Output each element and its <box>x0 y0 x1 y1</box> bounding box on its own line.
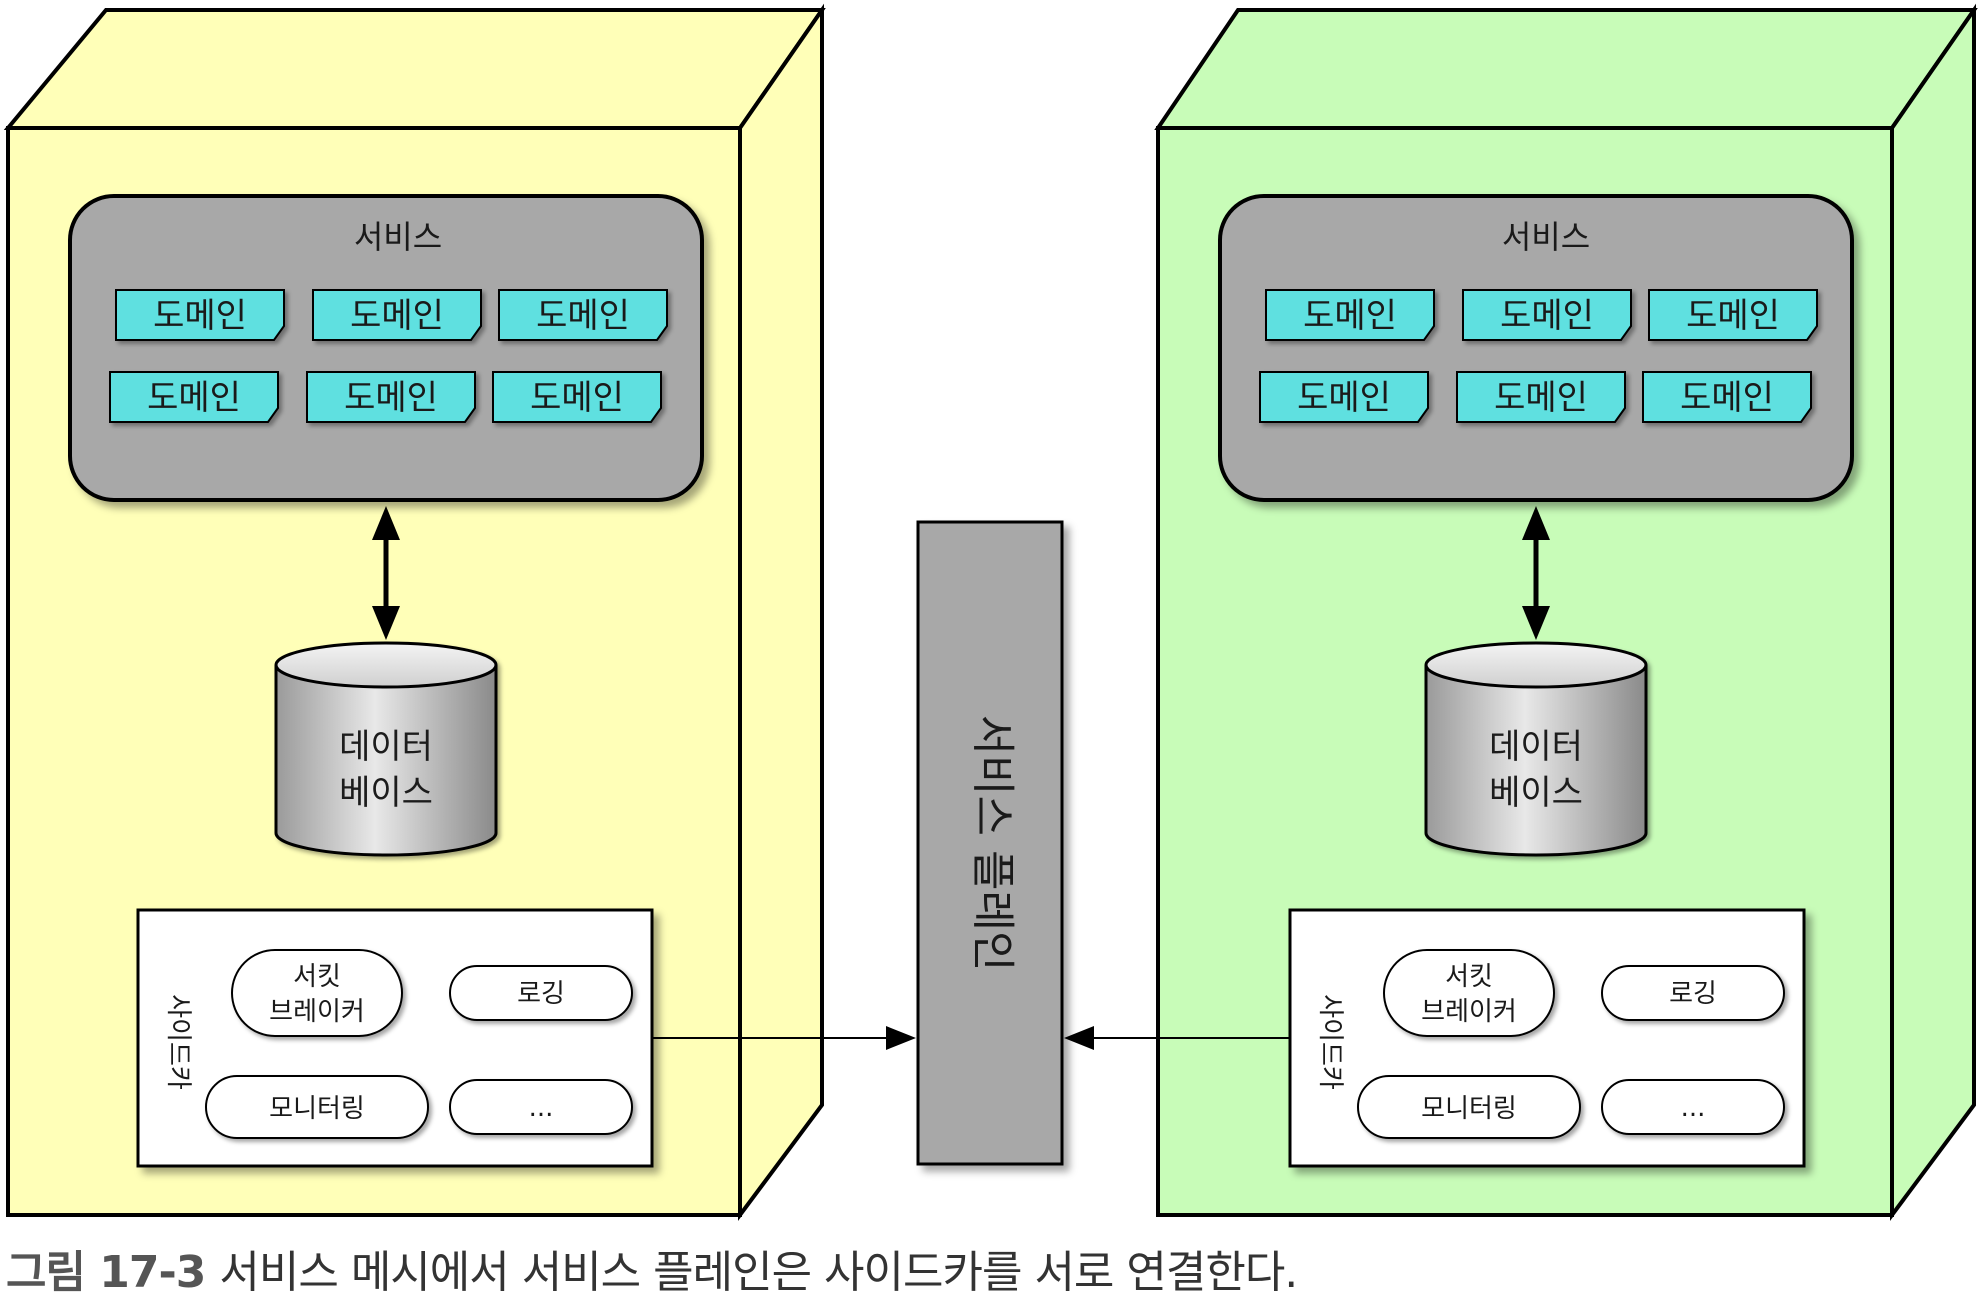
right-db-link-arrow <box>1522 506 1550 640</box>
left-domain-label: 도메인 <box>350 296 444 336</box>
left-logging-label: 로깅 <box>517 979 565 1009</box>
left-domain-box: 도메인 <box>115 289 285 341</box>
sidecar-to-plane-right-arrow <box>1064 1026 1290 1050</box>
right-sidecar-item-logging: 로깅 <box>1601 965 1785 1021</box>
left-db-link-arrow <box>372 506 400 640</box>
right-service-panel: 서비스 도메인 도메인 도메인 도메인 도메인 <box>1218 194 1854 502</box>
left-node-side-face <box>738 3 824 1222</box>
left-database-label-line1: 데이터 <box>339 727 433 767</box>
left-monitoring-label: 모니터링 <box>269 1094 365 1124</box>
right-node-side-face <box>1890 3 1976 1222</box>
right-domain-box: 도메인 <box>1642 371 1812 423</box>
left-circuit-breaker-line1: 서킷 <box>293 962 341 992</box>
right-domain-box: 도메인 <box>1265 289 1435 341</box>
right-node-top-face <box>1154 8 1978 130</box>
left-service-panel: 서비스 도메인 도메인 도메인 도메인 도메인 <box>68 194 704 502</box>
left-domain-label: 도메인 <box>530 378 624 418</box>
right-domain-label: 도메인 <box>1500 296 1594 336</box>
left-domain-label: 도메인 <box>147 378 241 418</box>
right-database-label-line2: 베이스 <box>1489 773 1583 813</box>
left-database-label-line2: 베이스 <box>339 773 433 813</box>
right-circuit-breaker-line1: 서킷 <box>1445 962 1493 992</box>
right-sidecar-label: 사이드카 <box>1315 994 1345 1090</box>
control-plane-label: 서비스 플레인 <box>967 715 1018 972</box>
right-domain-box: 도메인 <box>1456 371 1626 423</box>
left-sidecar-item-logging: 로깅 <box>449 965 633 1021</box>
left-sidecar: 사이드카 서킷 브레이커 로깅 모니터링 ... <box>136 908 654 1168</box>
right-sidecar-item-more: ... <box>1601 1079 1785 1135</box>
figure-caption-text: 서비스 메시에서 서비스 플레인은 사이드카를 서로 연결한다. <box>219 1247 1298 1298</box>
right-circuit-breaker-line2: 브레이커 <box>1421 997 1517 1027</box>
left-domain-box: 도메인 <box>312 289 482 341</box>
right-more-label: ... <box>1681 1093 1706 1123</box>
left-sidecar-item-circuit-breaker: 서킷 브레이커 <box>231 949 403 1037</box>
right-domain-box: 도메인 <box>1259 371 1429 423</box>
right-sidecar-item-monitoring: 모니터링 <box>1357 1075 1581 1139</box>
left-domain-box: 도메인 <box>492 371 662 423</box>
left-domain-label: 도메인 <box>153 296 247 336</box>
right-node: 서비스 도메인 도메인 도메인 도메인 도메인 <box>1154 3 1978 1222</box>
left-domain-box: 도메인 <box>498 289 668 341</box>
left-more-label: ... <box>529 1093 554 1123</box>
right-database-label-line1: 데이터 <box>1489 727 1583 767</box>
right-logging-label: 로깅 <box>1669 979 1717 1009</box>
left-sidecar-label: 사이드카 <box>163 994 193 1090</box>
right-database: 데이터 베이스 <box>1424 641 1648 857</box>
right-monitoring-label: 모니터링 <box>1421 1094 1517 1124</box>
figure-number: 그림 17-3 <box>6 1247 206 1298</box>
right-domain-label: 도메인 <box>1680 378 1774 418</box>
left-domain-box: 도메인 <box>306 371 476 423</box>
left-service-label: 서비스 <box>354 218 442 256</box>
right-domain-label: 도메인 <box>1303 296 1397 336</box>
right-domain-box: 도메인 <box>1462 289 1632 341</box>
left-sidecar-item-more: ... <box>449 1079 633 1135</box>
left-node: 서비스 도메인 도메인 도메인 도메인 도메인 <box>3 3 826 1222</box>
service-mesh-diagram: 서비스 도메인 도메인 도메인 도메인 도메인 <box>3 3 1978 1222</box>
figure-caption: 그림 17-3 서비스 메시에서 서비스 플레인은 사이드카를 서로 연결한다. <box>6 1236 1966 1298</box>
sidecar-to-plane-left-arrow <box>652 1026 916 1050</box>
right-domain-label: 도메인 <box>1686 296 1780 336</box>
right-domain-label: 도메인 <box>1297 378 1391 418</box>
right-domain-label: 도메인 <box>1494 378 1588 418</box>
left-circuit-breaker-line2: 브레이커 <box>269 997 365 1027</box>
left-domain-label: 도메인 <box>536 296 630 336</box>
right-service-label: 서비스 <box>1502 218 1590 256</box>
right-domain-box: 도메인 <box>1648 289 1818 341</box>
control-plane: 서비스 플레인 <box>916 520 1064 1166</box>
left-domain-label: 도메인 <box>344 378 438 418</box>
left-database: 데이터 베이스 <box>274 641 498 857</box>
left-node-top-face <box>3 8 826 130</box>
right-sidecar-item-circuit-breaker: 서킷 브레이커 <box>1383 949 1555 1037</box>
left-domain-box: 도메인 <box>109 371 279 423</box>
right-sidecar: 사이드카 서킷 브레이커 로깅 모니터링 ... <box>1288 908 1806 1168</box>
left-sidecar-item-monitoring: 모니터링 <box>205 1075 429 1139</box>
